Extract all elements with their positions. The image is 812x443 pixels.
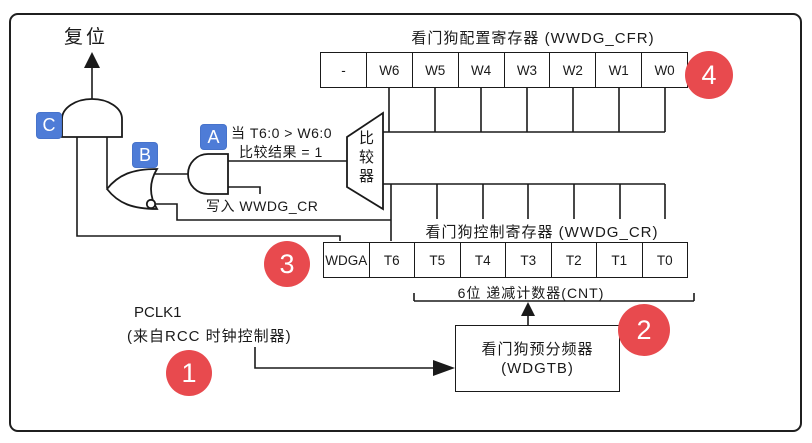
cr-bit-cell: T1 bbox=[597, 243, 643, 277]
prescaler-label-line1: 看门狗预分频器 bbox=[481, 340, 594, 358]
cnt-arrowhead bbox=[521, 302, 535, 316]
cr-bit-cell: T5 bbox=[415, 243, 461, 277]
cfr-bit-cell: W6 bbox=[366, 53, 413, 87]
cfr-bit-cell: W5 bbox=[412, 53, 459, 87]
cr-register-title: 看门狗控制寄存器 (WWDG_CR) bbox=[425, 224, 659, 241]
pclk1-label: PCLK1 bbox=[134, 304, 182, 321]
cr-bit-cell: WDGA bbox=[324, 243, 370, 277]
cr-register: WDGA T6 T5 T4 T3 T2 T1 T0 bbox=[323, 242, 688, 278]
write-cr-wire bbox=[228, 186, 261, 194]
cfr-bit-cell: W4 bbox=[458, 53, 505, 87]
pclk1-source-label: (来自RCC 时钟控制器) bbox=[127, 328, 292, 345]
comparator-shape bbox=[346, 111, 384, 211]
comparator-label: 比较器 bbox=[357, 130, 374, 187]
prescaler-box: 看门狗预分频器 (WDGTB) bbox=[455, 325, 620, 392]
cfr-bit-cell: W0 bbox=[642, 53, 687, 87]
cnt-bracket bbox=[413, 293, 695, 302]
cfr-register-title: 看门狗配置寄存器 (WWDG_CFR) bbox=[411, 30, 655, 47]
inverter-bubble bbox=[145, 198, 157, 210]
step-marker-4: 4 bbox=[685, 51, 733, 99]
cfr-bit-cell: W3 bbox=[504, 53, 551, 87]
and-gate-a bbox=[187, 153, 229, 195]
cfr-bit-cell: - bbox=[321, 53, 367, 87]
gate-badge-a: A bbox=[200, 124, 227, 150]
wdga-wire bbox=[76, 137, 341, 241]
cfr-register: - W6 W5 W4 W3 W2 W1 W0 bbox=[320, 52, 688, 88]
cr-bit-cell: T6 bbox=[369, 243, 415, 277]
cfr-bit-cell: W1 bbox=[596, 53, 643, 87]
pclk1-arrowhead bbox=[433, 360, 455, 376]
compare-condition-line2: 比较结果 = 1 bbox=[239, 144, 323, 160]
gate-badge-c: C bbox=[36, 112, 62, 139]
t6-invert-wire bbox=[156, 203, 391, 221]
step-marker-1: 1 bbox=[166, 350, 212, 396]
cfr-bit-cell: W2 bbox=[550, 53, 597, 87]
cr-bit-cell: T2 bbox=[551, 243, 597, 277]
pclk1-wire bbox=[254, 347, 433, 369]
cr-bit-cell: T3 bbox=[506, 243, 552, 277]
cfr-bit-wires bbox=[388, 88, 666, 132]
gate-badge-b: B bbox=[132, 142, 158, 168]
compare-condition-line1: 当 T6:0 > W6:0 bbox=[231, 125, 333, 141]
and-gate-c bbox=[61, 98, 123, 138]
reset-label: 复位 bbox=[64, 27, 109, 48]
cr-bit-cell: T4 bbox=[460, 243, 506, 277]
cr-bit-cell: T0 bbox=[642, 243, 687, 277]
write-cr-label: 写入 WWDG_CR bbox=[206, 198, 319, 214]
cr-bit-wires bbox=[436, 184, 666, 219]
or-gate-b bbox=[105, 168, 159, 210]
reset-arrowhead bbox=[84, 52, 100, 68]
step-marker-3: 3 bbox=[264, 241, 310, 287]
prescaler-label-line2: (WDGTB) bbox=[501, 359, 574, 377]
cnt-label: 6位 递减计数器(CNT) bbox=[457, 285, 605, 301]
step-marker-2: 2 bbox=[618, 304, 670, 356]
